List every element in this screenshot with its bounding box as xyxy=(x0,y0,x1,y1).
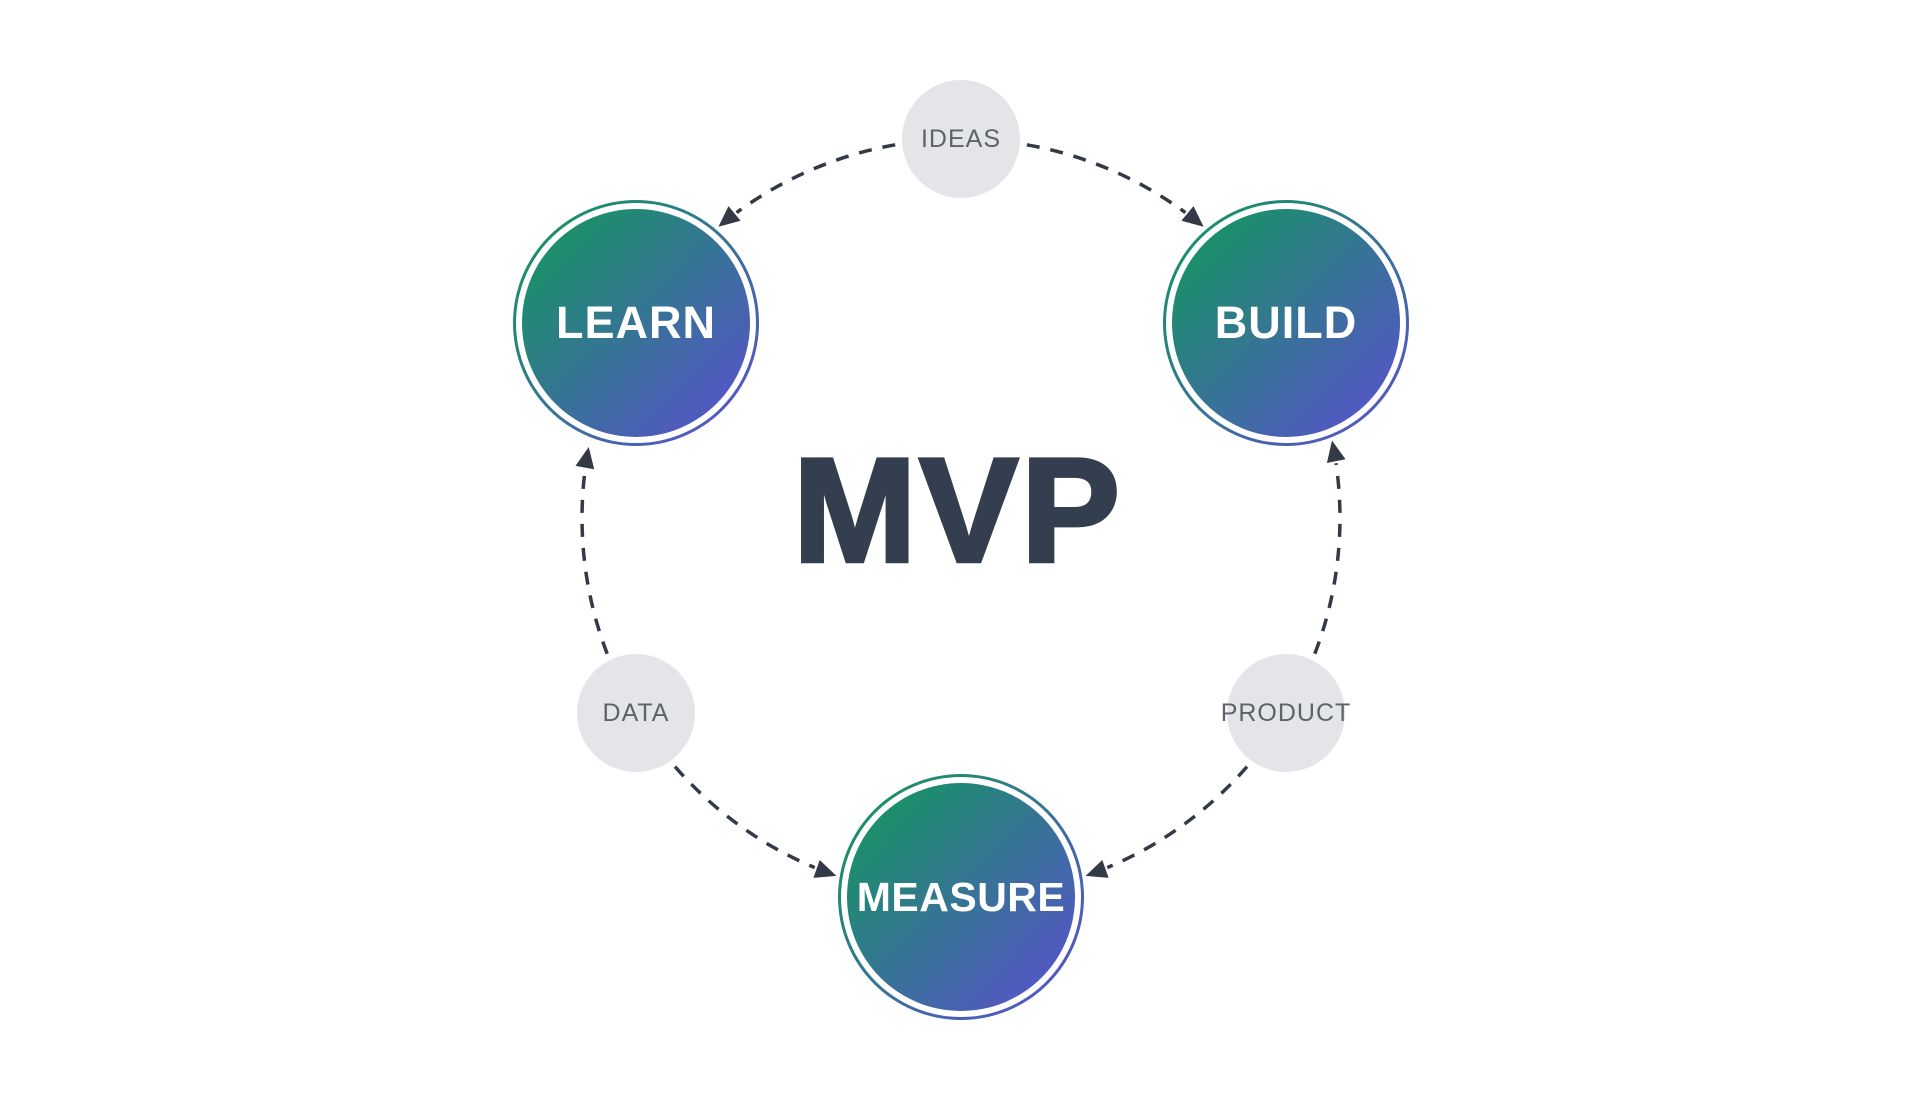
node-learn: LEARN xyxy=(513,200,759,446)
arrowhead-data-to-measure xyxy=(813,860,837,878)
arrowhead-data-to-learn xyxy=(575,447,595,470)
arrow-ideas-to-build xyxy=(1026,143,1187,215)
node-build-circle: BUILD xyxy=(1172,209,1400,437)
arrowhead-product-to-measure xyxy=(1085,860,1109,878)
connector-product: PRODUCT xyxy=(1221,654,1350,772)
arrowhead-ideas-to-build xyxy=(1181,206,1204,227)
connector-data-label: DATA xyxy=(602,698,670,727)
arrow-ideas-to-learn xyxy=(735,143,896,215)
node-learn-circle: LEARN xyxy=(522,209,750,437)
node-measure-label: MEASURE xyxy=(856,873,1066,920)
node-build-label: BUILD xyxy=(1214,297,1358,348)
node-learn-label: LEARN xyxy=(556,297,716,348)
node-build: BUILD xyxy=(1163,200,1409,446)
arrowhead-product-to-build xyxy=(1326,440,1346,463)
arrow-data-to-learn xyxy=(580,469,609,655)
arrow-product-to-build xyxy=(1313,463,1342,655)
connector-product-label: PRODUCT xyxy=(1220,698,1352,727)
connector-data: DATA xyxy=(577,654,695,772)
connector-ideas-label: IDEAS xyxy=(920,124,1002,153)
arrow-data-to-measure xyxy=(673,765,816,870)
node-measure: MEASURE xyxy=(838,774,1084,1020)
diagram-title: MVP xyxy=(791,426,1123,595)
arrow-product-to-measure xyxy=(1106,765,1249,870)
connector-ideas: IDEAS xyxy=(902,80,1020,198)
arrowhead-ideas-to-learn xyxy=(718,206,741,227)
node-measure-circle: MEASURE xyxy=(847,783,1075,1011)
